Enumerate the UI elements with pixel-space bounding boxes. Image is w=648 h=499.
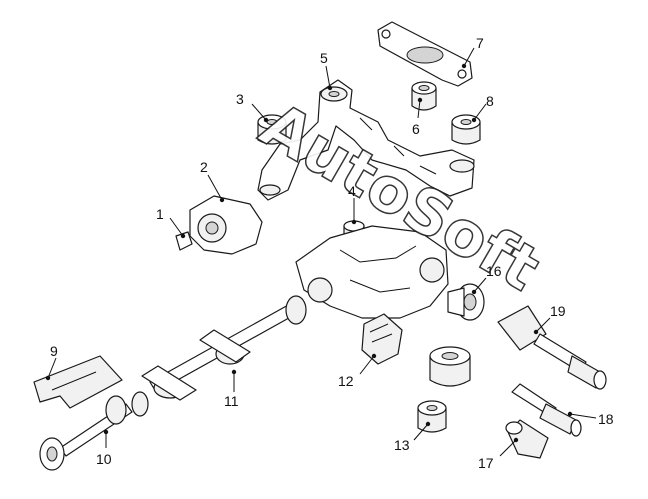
- part-6-bushing: [411, 81, 437, 111]
- callout-6-label: 6: [412, 121, 420, 137]
- callout-17-label: 17: [478, 455, 494, 471]
- callout-16-label: 16: [486, 263, 502, 279]
- callout-6: 6: [412, 97, 423, 137]
- callout-18: 18: [567, 411, 614, 427]
- callout-17: 17: [478, 437, 519, 471]
- callout-10-label: 10: [96, 451, 112, 467]
- callout-11-label: 11: [224, 393, 239, 409]
- part-7-bracket: [377, 21, 473, 87]
- callout-7-label: 7: [476, 35, 484, 51]
- boot-part: [429, 346, 471, 387]
- part-19-drive-shaft: [497, 305, 607, 390]
- callout-16: 16: [471, 263, 502, 295]
- part-9-heat-shield: [33, 355, 123, 409]
- callout-11: 11: [224, 369, 239, 409]
- callout-8-label: 8: [486, 93, 494, 109]
- callout-19-label: 19: [550, 303, 566, 319]
- part-16-flange: [447, 283, 485, 321]
- callout-10: 10: [96, 429, 112, 467]
- callout-18-label: 18: [598, 411, 614, 427]
- callout-5-label: 5: [320, 50, 328, 66]
- part-17-boot: [505, 419, 549, 459]
- callout-4-label: 4: [348, 183, 356, 199]
- callout-3: 3: [236, 91, 269, 123]
- part-13-bushing: [417, 400, 447, 433]
- callout-12-label: 12: [338, 373, 354, 389]
- callout-13: 13: [394, 421, 431, 453]
- callout-9-label: 9: [50, 343, 58, 359]
- callout-8: 8: [471, 93, 494, 123]
- part-10-front-shaft: [39, 391, 149, 471]
- callout-9: 9: [45, 343, 58, 381]
- callout-3-label: 3: [236, 91, 244, 107]
- callout-13-label: 13: [394, 437, 410, 453]
- callout-1: 1: [156, 206, 186, 239]
- callouts: 1 2 3 4 5 6 7 8: [45, 35, 614, 471]
- part-8-bushing: [451, 114, 481, 145]
- callout-2: 2: [200, 159, 225, 203]
- callout-2-label: 2: [200, 159, 208, 175]
- part-1-front-differential: [175, 195, 263, 255]
- part-11-propeller-shaft: [141, 295, 307, 401]
- callout-7: 7: [461, 35, 484, 69]
- part-18-shaft: [511, 383, 582, 437]
- callout-5: 5: [320, 50, 333, 91]
- rear-differential-assembly: [295, 225, 449, 319]
- callout-1-label: 1: [156, 206, 164, 222]
- part-5-subframe: [257, 79, 475, 201]
- callout-4: 4: [348, 183, 357, 225]
- callout-12: 12: [338, 353, 377, 389]
- part-12-control-module: [361, 313, 403, 365]
- callout-19: 19: [533, 303, 566, 335]
